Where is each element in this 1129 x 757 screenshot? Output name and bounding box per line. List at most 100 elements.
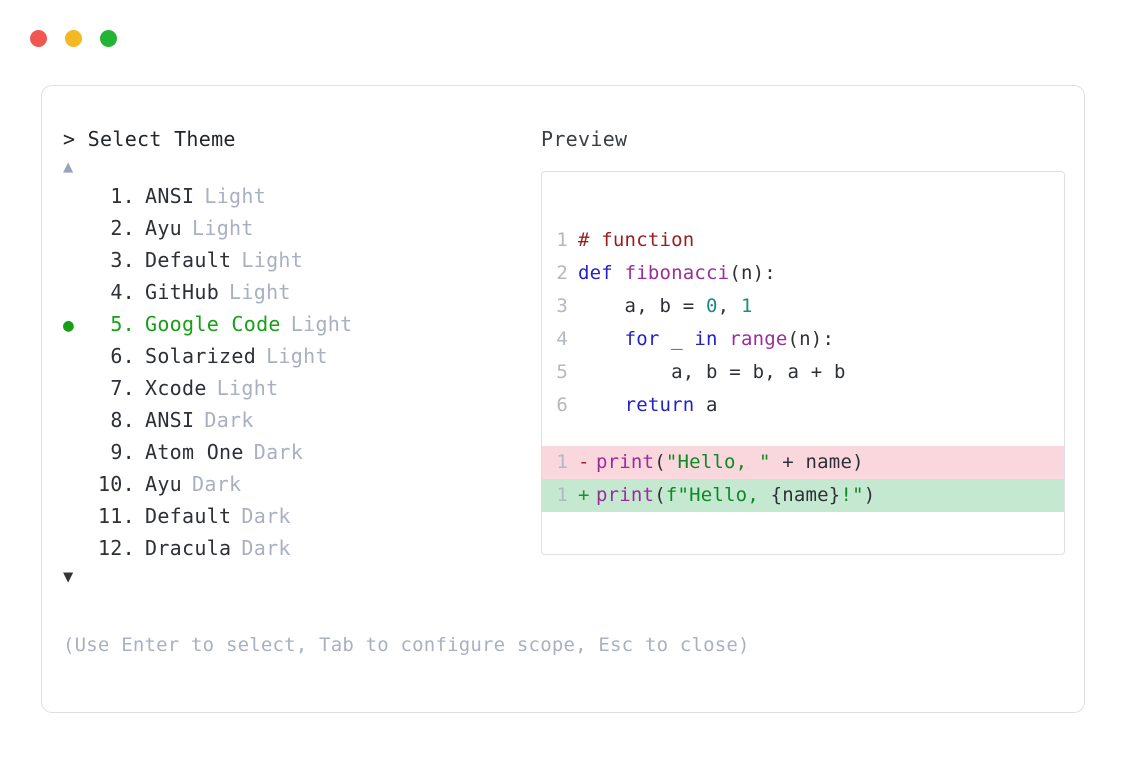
- theme-list-item[interactable]: ● 5. Google Code Light: [63, 308, 533, 340]
- window-titlebar: [30, 30, 117, 47]
- theme-item-number: 11.: [97, 504, 135, 528]
- theme-item-variant: Light: [266, 344, 328, 368]
- theme-list-item[interactable]: 1. ANSI Light: [63, 180, 533, 212]
- code-token: (n):: [787, 328, 835, 350]
- theme-list-item[interactable]: 7. Xcode Light: [63, 372, 533, 404]
- code-token: return: [624, 394, 695, 416]
- code-spacer: [542, 422, 1064, 446]
- theme-item-number: 6.: [110, 344, 135, 368]
- selected-bullet-icon: ●: [63, 315, 75, 336]
- theme-item-name: Ayu: [145, 216, 183, 240]
- theme-item-name: GitHub: [145, 280, 220, 304]
- line-number: 6: [556, 394, 568, 416]
- diff-block: 1-print("Hello, " + name)1+print(f"Hello…: [542, 446, 1064, 512]
- code-line: 1 # function: [542, 224, 1064, 257]
- theme-item-name: Dracula: [145, 536, 232, 560]
- diff-marker: +: [578, 484, 590, 506]
- code-token: f"Hello,: [665, 484, 771, 506]
- code-token: !": [840, 484, 864, 506]
- theme-item-number: 2.: [110, 216, 135, 240]
- code-token: a: [694, 394, 718, 416]
- code-token: print: [596, 451, 655, 473]
- line-number: 1: [556, 451, 568, 473]
- line-number: 3: [556, 295, 568, 317]
- code-token: fibonacci: [624, 262, 730, 284]
- theme-item-variant: Light: [216, 376, 279, 400]
- code-line-content: for _ in range(n):: [578, 323, 834, 356]
- code-line: 5 a, b = b, a + b: [542, 356, 1064, 389]
- page-title: > Select Theme: [63, 127, 236, 151]
- close-button[interactable]: [30, 30, 47, 47]
- line-number: 1: [556, 229, 568, 251]
- diff-marker: -: [578, 451, 590, 473]
- code-token: + name): [770, 451, 864, 473]
- code-line-content: a, b = b, a + b: [578, 356, 846, 389]
- code-token: [578, 328, 625, 350]
- code-line: 3 a, b = 0, 1: [542, 290, 1064, 323]
- code-token: {name}: [770, 484, 841, 506]
- code-token: ): [863, 484, 876, 506]
- theme-item-variant: Light: [192, 216, 254, 240]
- code-token: print: [596, 484, 655, 506]
- code-token: _: [659, 328, 695, 350]
- code-token: 0: [706, 295, 718, 317]
- code-token: (: [654, 451, 666, 473]
- diff-line-removed: 1-print("Hello, " + name): [542, 446, 1064, 479]
- code-token: ,: [717, 295, 741, 317]
- code-line: 2 def fibonacci(n):: [542, 257, 1064, 290]
- code-token: [718, 328, 730, 350]
- theme-item-name: ANSI: [145, 184, 195, 208]
- theme-item-name: Xcode: [145, 376, 207, 400]
- theme-item-variant: Light: [204, 184, 267, 208]
- theme-item-number: 9.: [110, 440, 135, 464]
- code-line-content: a, b = 0, 1: [578, 290, 753, 323]
- theme-list-item[interactable]: 6. Solarized Light: [63, 340, 533, 372]
- code-token: def: [578, 262, 625, 284]
- code-token: 1: [740, 295, 753, 317]
- code-token: in: [694, 328, 718, 350]
- theme-item-variant: Light: [229, 280, 291, 304]
- code-line: 6 return a: [542, 389, 1064, 422]
- theme-list-item[interactable]: 2. Ayu Light: [63, 212, 533, 244]
- minimize-button[interactable]: [65, 30, 82, 47]
- code-line: 4 for _ in range(n):: [542, 323, 1064, 356]
- line-number: 5: [556, 361, 568, 383]
- theme-item-number: 4.: [110, 280, 135, 304]
- theme-item-variant: Dark: [241, 536, 291, 560]
- theme-item-number: 10.: [97, 472, 135, 496]
- theme-item-name: ANSI: [145, 408, 195, 432]
- theme-item-name: Ayu: [145, 472, 183, 496]
- theme-item-number: 7.: [110, 376, 135, 400]
- preview-label: Preview: [541, 127, 628, 151]
- theme-item-number: 1.: [110, 184, 135, 208]
- scroll-up-icon[interactable]: ▲: [63, 157, 74, 177]
- code-token: a, b =: [578, 295, 707, 317]
- line-number: 4: [556, 328, 568, 350]
- code-line-content: print(f"Hello, {name}!"): [596, 479, 875, 512]
- code-token: # function: [578, 229, 695, 251]
- theme-list-item[interactable]: 4. GitHub Light: [63, 276, 533, 308]
- theme-item-number: 5.: [110, 312, 135, 336]
- scroll-down-icon[interactable]: ▼: [63, 567, 74, 587]
- code-token: range: [729, 328, 788, 350]
- theme-item-name: Solarized: [145, 344, 257, 368]
- code-token: (n):: [729, 262, 776, 284]
- maximize-button[interactable]: [100, 30, 117, 47]
- code-line-content: def fibonacci(n):: [578, 257, 776, 290]
- theme-item-variant: Dark: [253, 440, 304, 464]
- theme-item-name: Google Code: [145, 312, 281, 336]
- theme-item-variant: Light: [290, 312, 353, 336]
- line-number: 2: [556, 262, 568, 284]
